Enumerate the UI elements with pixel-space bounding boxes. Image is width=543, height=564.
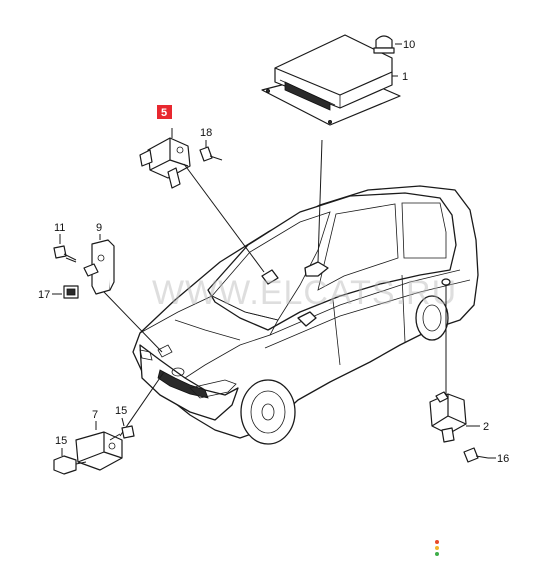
status-dot-red xyxy=(435,540,439,544)
sensor-marker-left xyxy=(261,269,279,285)
part-1-control-unit[interactable] xyxy=(261,34,401,126)
label-9: 9 xyxy=(96,222,102,234)
leader-5-car xyxy=(183,163,265,273)
status-indicator xyxy=(435,540,439,556)
part-11-bolt[interactable] xyxy=(463,447,489,463)
part-9-bracket[interactable] xyxy=(83,239,115,295)
label-16: 15 xyxy=(55,435,67,447)
label-10: 10 xyxy=(403,39,415,51)
part-2-rear-sensor[interactable] xyxy=(429,391,467,443)
sensor-marker-rear xyxy=(441,278,451,286)
label-11: 16 xyxy=(497,453,509,465)
car-illustration xyxy=(132,185,479,445)
leader-7-car xyxy=(119,371,165,437)
part-17-clip[interactable] xyxy=(63,285,79,299)
control-unit-marker xyxy=(304,261,329,277)
part-15-lower-bolt[interactable] xyxy=(109,425,135,441)
sensor-marker-front xyxy=(157,344,173,358)
label-2: 2 xyxy=(483,421,489,433)
leader-15-lower xyxy=(121,417,125,427)
label-5-badge xyxy=(157,105,172,119)
part-16-plug[interactable] xyxy=(53,455,87,475)
part-7-lower-bracket[interactable] xyxy=(75,431,123,471)
status-dot-green xyxy=(435,552,439,556)
status-dot-yellow xyxy=(435,546,439,550)
label-15-lower: 15 xyxy=(115,405,127,417)
label-18: 18 xyxy=(200,127,212,139)
watermark: WWW.ELCATS.RU xyxy=(152,274,457,312)
label-1: 1 xyxy=(402,71,408,83)
label-15-upper: 11 xyxy=(54,222,65,234)
label-17: 17 xyxy=(38,289,50,301)
part-18-screw[interactable] xyxy=(199,146,223,162)
label-5: 5 xyxy=(161,107,167,119)
leader-9-car xyxy=(103,291,163,353)
part-5-crash-sensor[interactable] xyxy=(139,137,191,189)
part-10-nut[interactable] xyxy=(373,35,395,54)
part-15-upper-bolt[interactable] xyxy=(53,245,77,263)
label-7: 7 xyxy=(92,409,98,421)
leader-1-car xyxy=(317,139,323,263)
